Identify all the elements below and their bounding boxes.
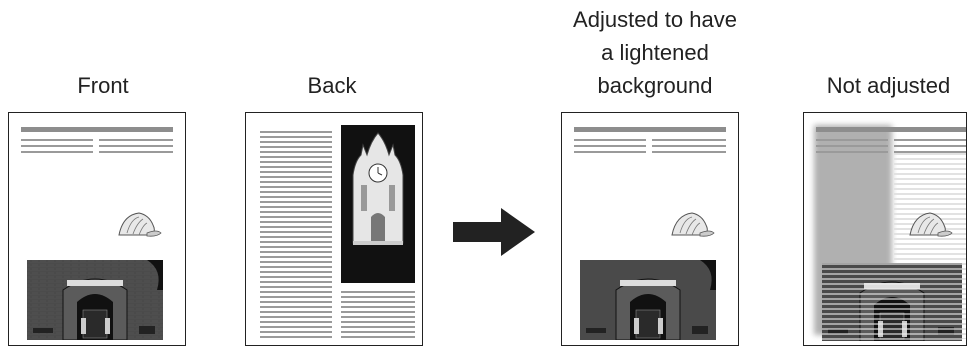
text-line [816, 139, 888, 141]
back-left-text-column [260, 131, 332, 339]
text-line [574, 145, 646, 147]
text-line [574, 151, 646, 153]
building-photo-art [580, 260, 716, 340]
arrow-right-icon [453, 208, 535, 256]
seashell-icon [118, 212, 162, 237]
text-line [99, 145, 173, 147]
back-bottom-text-block [341, 291, 415, 339]
building-photo-art [27, 260, 163, 340]
heading-bar [21, 127, 173, 132]
adjusted-page [561, 112, 739, 346]
building-photo [27, 260, 163, 340]
text-line [99, 139, 173, 141]
not-adjusted-page [803, 112, 967, 346]
text-line [21, 151, 93, 153]
building-photo [822, 263, 962, 341]
caption-not-adjusted: Not adjusted [826, 73, 951, 98]
text-line [99, 151, 173, 153]
text-line [652, 139, 726, 141]
heading-bar [574, 127, 726, 132]
text-line [574, 139, 646, 141]
back-page [245, 112, 423, 346]
text-line [894, 145, 966, 147]
caption-adjusted-line2: a lightened [601, 40, 709, 65]
seashell-icon [909, 212, 953, 237]
caption-adjusted-line3: background [597, 73, 713, 98]
building-photo [580, 260, 716, 340]
caption-back: Back [307, 73, 357, 98]
caption-front: Front [77, 73, 129, 98]
text-line [21, 145, 93, 147]
seashell-icon [671, 212, 715, 237]
text-line [816, 145, 888, 147]
back-image [341, 125, 415, 283]
text-line [816, 151, 888, 153]
caption-adjusted-line1: Adjusted to have [573, 7, 737, 32]
text-line [21, 139, 93, 141]
text-line [652, 145, 726, 147]
heading-bar [816, 127, 966, 132]
text-line [652, 151, 726, 153]
building-photo-art [822, 263, 962, 341]
clock-tower-icon [352, 132, 404, 245]
text-line [894, 139, 966, 141]
front-page [8, 112, 186, 346]
text-line [894, 151, 966, 153]
